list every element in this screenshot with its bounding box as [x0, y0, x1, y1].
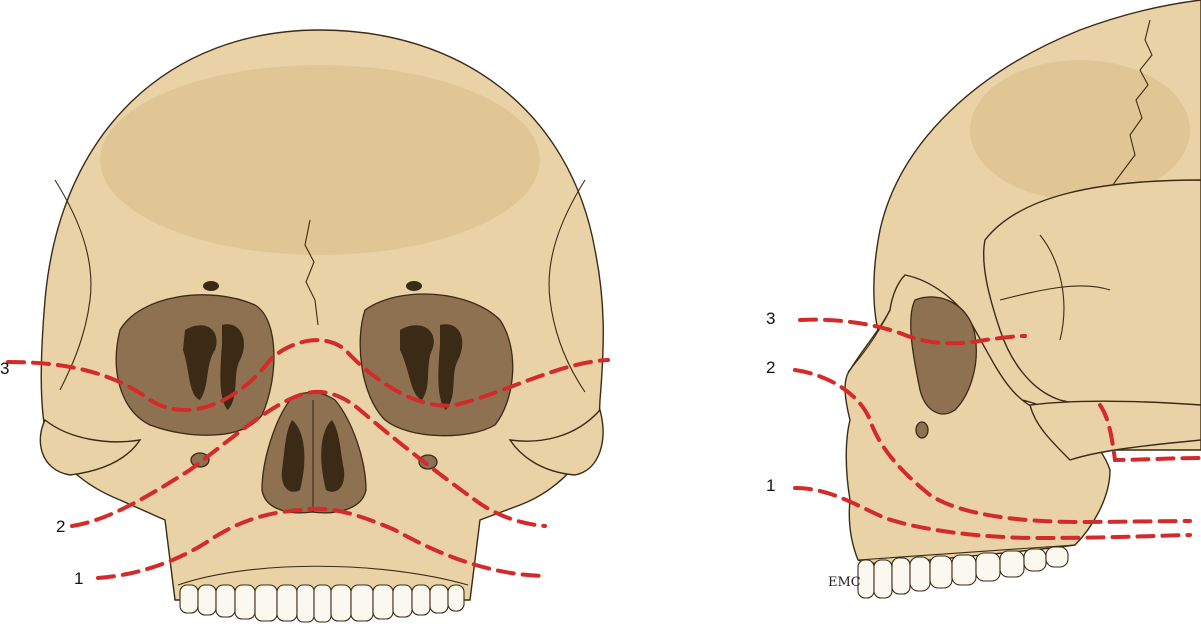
frontal-label-1: 1 [74, 569, 83, 588]
lateral-label-3: 3 [766, 309, 775, 328]
right-orbit [360, 294, 513, 436]
lateral-label-1: 1 [766, 476, 775, 495]
frontal-skull-view: 3 2 1 [0, 30, 608, 622]
frontal-teeth [180, 585, 464, 622]
lateral-label-2: 2 [766, 358, 775, 377]
lateral-skull-view: 3 2 1 EMC [766, 0, 1201, 598]
frontal-label-2: 2 [56, 517, 65, 536]
artist-signature: EMC [828, 575, 861, 590]
frontal-label-3: 3 [0, 359, 9, 378]
